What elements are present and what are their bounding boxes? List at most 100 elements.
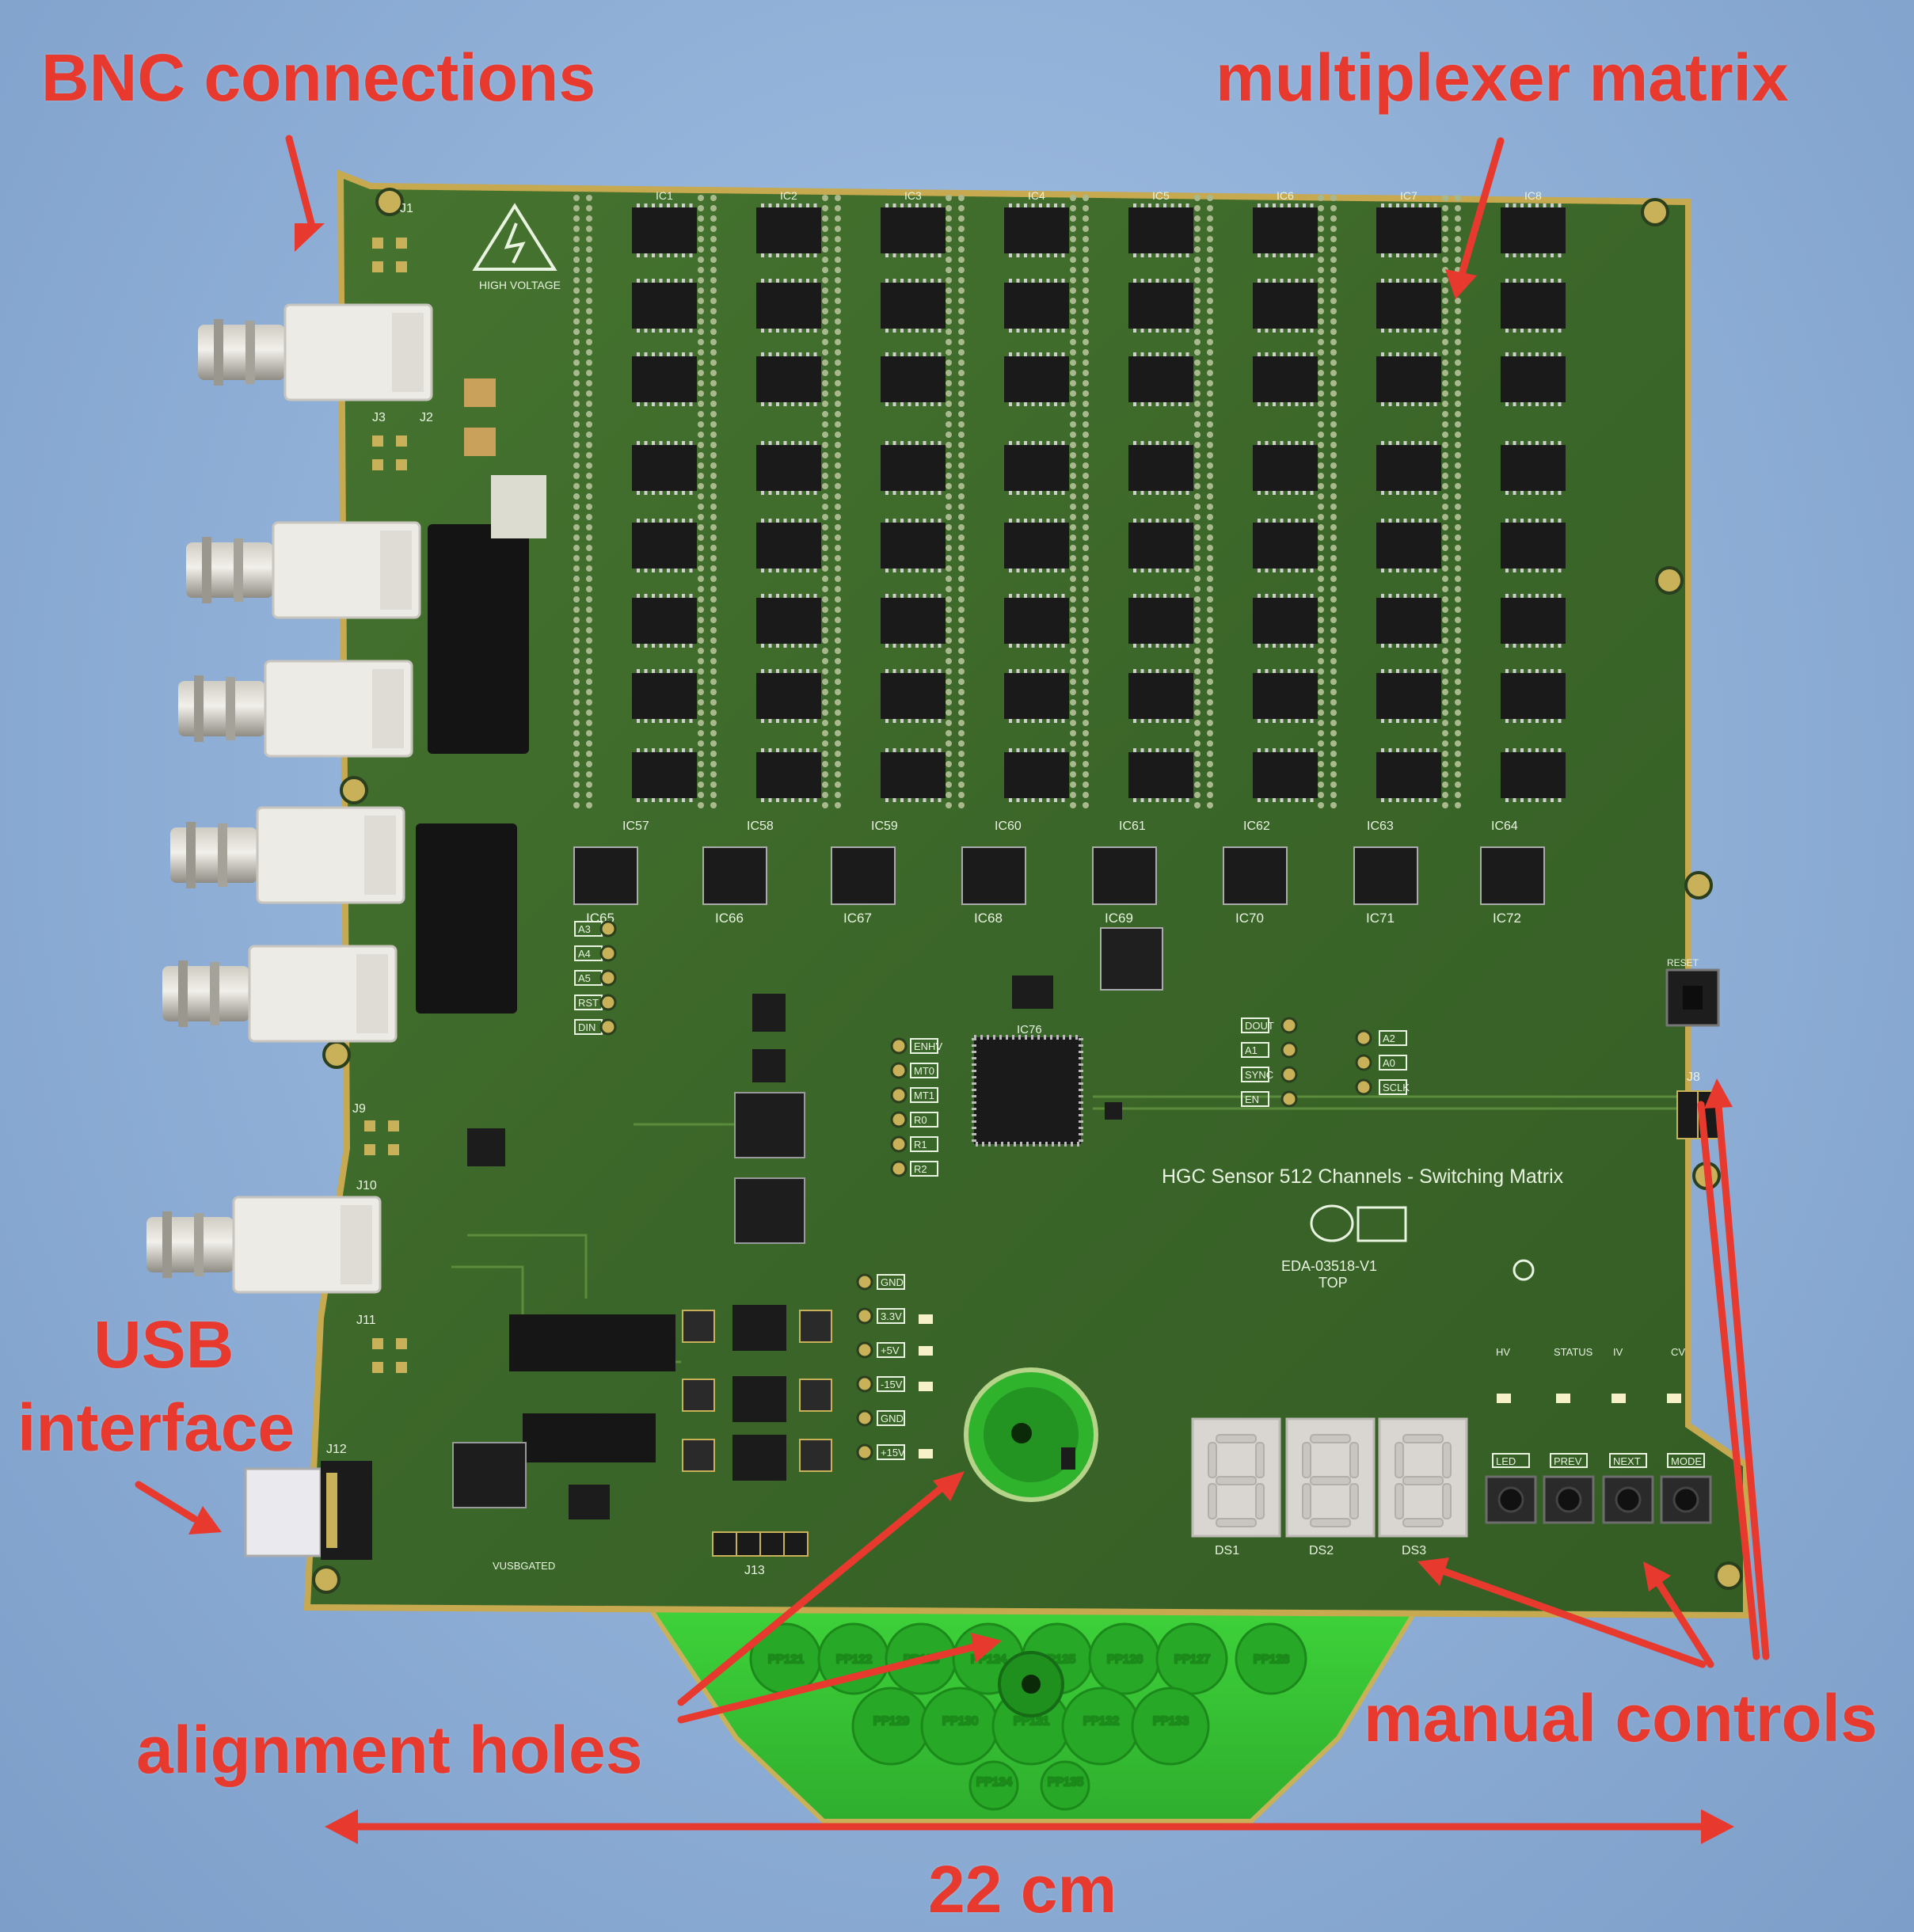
relay-block-2 bbox=[416, 823, 517, 1014]
chip-pin bbox=[1016, 352, 1020, 356]
via bbox=[1318, 401, 1324, 407]
chip-pin bbox=[1061, 669, 1065, 673]
via bbox=[1318, 555, 1324, 561]
chip-pin bbox=[1163, 719, 1166, 723]
silk-power: -15V bbox=[881, 1379, 903, 1390]
via bbox=[1330, 246, 1337, 253]
chip-pin bbox=[1505, 253, 1509, 257]
chip-pin bbox=[900, 352, 904, 356]
via bbox=[822, 545, 828, 551]
chip-pin bbox=[892, 719, 896, 723]
chip-pin bbox=[689, 669, 693, 673]
via bbox=[1070, 257, 1076, 263]
chip-pin bbox=[1133, 491, 1136, 495]
silk-connector-label: J1 bbox=[400, 202, 413, 215]
chip-pin bbox=[1551, 719, 1554, 723]
via bbox=[710, 751, 717, 757]
via bbox=[1330, 421, 1337, 428]
chip-pin bbox=[689, 748, 693, 752]
chip-pin bbox=[768, 441, 772, 445]
chip-pin bbox=[1418, 491, 1422, 495]
chip-pin bbox=[1433, 203, 1437, 207]
via bbox=[822, 637, 828, 644]
via bbox=[698, 534, 704, 541]
via bbox=[958, 432, 965, 438]
chip-pin bbox=[1258, 352, 1261, 356]
chip-pin bbox=[930, 748, 934, 752]
mux-chip bbox=[1004, 445, 1069, 491]
mounting-holes bbox=[312, 188, 1743, 1594]
chip-pin bbox=[1551, 644, 1554, 648]
tp-label-box bbox=[877, 1274, 905, 1290]
via bbox=[1207, 555, 1213, 561]
via bbox=[822, 390, 828, 397]
via bbox=[586, 257, 592, 263]
chip-pin bbox=[1009, 352, 1012, 356]
chip-pin bbox=[798, 669, 802, 673]
chip-pin bbox=[1396, 352, 1399, 356]
chip-pin bbox=[1273, 279, 1276, 283]
via bbox=[822, 359, 828, 366]
chip-pin bbox=[1310, 203, 1314, 207]
chip-pin bbox=[776, 798, 779, 802]
chip-pin bbox=[1061, 719, 1065, 723]
chip-pin bbox=[1513, 203, 1516, 207]
chip-pin bbox=[806, 203, 809, 207]
chip-pin bbox=[1133, 329, 1136, 333]
via bbox=[710, 545, 717, 551]
via bbox=[1318, 679, 1324, 685]
silk-tp-mid: MT0 bbox=[914, 1065, 934, 1077]
via bbox=[1330, 802, 1337, 808]
chip-pin bbox=[1133, 279, 1136, 283]
via bbox=[1070, 401, 1076, 407]
via bbox=[586, 298, 592, 304]
via bbox=[822, 514, 828, 520]
via bbox=[1318, 565, 1324, 572]
mux-chip bbox=[1501, 283, 1566, 329]
via bbox=[573, 380, 580, 386]
via bbox=[1070, 287, 1076, 294]
chip-pin bbox=[761, 569, 764, 572]
silk-led-label: CV bbox=[1671, 1346, 1685, 1358]
chip-pin bbox=[938, 329, 942, 333]
chip-pin bbox=[1403, 441, 1407, 445]
chip-pin bbox=[1528, 352, 1532, 356]
via bbox=[1442, 514, 1448, 520]
chip-pin bbox=[1170, 594, 1174, 598]
via bbox=[1442, 596, 1448, 603]
chip-pin bbox=[1295, 798, 1299, 802]
chip-pin bbox=[1009, 594, 1012, 598]
via bbox=[586, 730, 592, 736]
via bbox=[573, 205, 580, 211]
chip-pin bbox=[1381, 352, 1384, 356]
bnc-barrel bbox=[198, 325, 285, 380]
via bbox=[1070, 740, 1076, 747]
chip-pin bbox=[1513, 798, 1516, 802]
via bbox=[1083, 802, 1089, 808]
chip-pin bbox=[1396, 569, 1399, 572]
via bbox=[1207, 411, 1213, 417]
via bbox=[1194, 452, 1201, 458]
via bbox=[573, 730, 580, 736]
via bbox=[1194, 586, 1201, 592]
via bbox=[1207, 782, 1213, 788]
mux-chip bbox=[1004, 283, 1069, 329]
chip-pin bbox=[938, 352, 942, 356]
via bbox=[698, 329, 704, 335]
chip-pin bbox=[1061, 491, 1065, 495]
via bbox=[573, 308, 580, 314]
chip-pin bbox=[1265, 798, 1269, 802]
via bbox=[1194, 504, 1201, 510]
via bbox=[586, 740, 592, 747]
via bbox=[946, 483, 952, 489]
chip-pin bbox=[1411, 798, 1414, 802]
mux-chip bbox=[1004, 752, 1069, 798]
via bbox=[1330, 195, 1337, 201]
chip-pin bbox=[652, 402, 655, 406]
chip-pin bbox=[637, 279, 640, 283]
via bbox=[586, 349, 592, 356]
chip-pin bbox=[1418, 329, 1422, 333]
via bbox=[573, 586, 580, 592]
mux-chip bbox=[1128, 356, 1193, 402]
